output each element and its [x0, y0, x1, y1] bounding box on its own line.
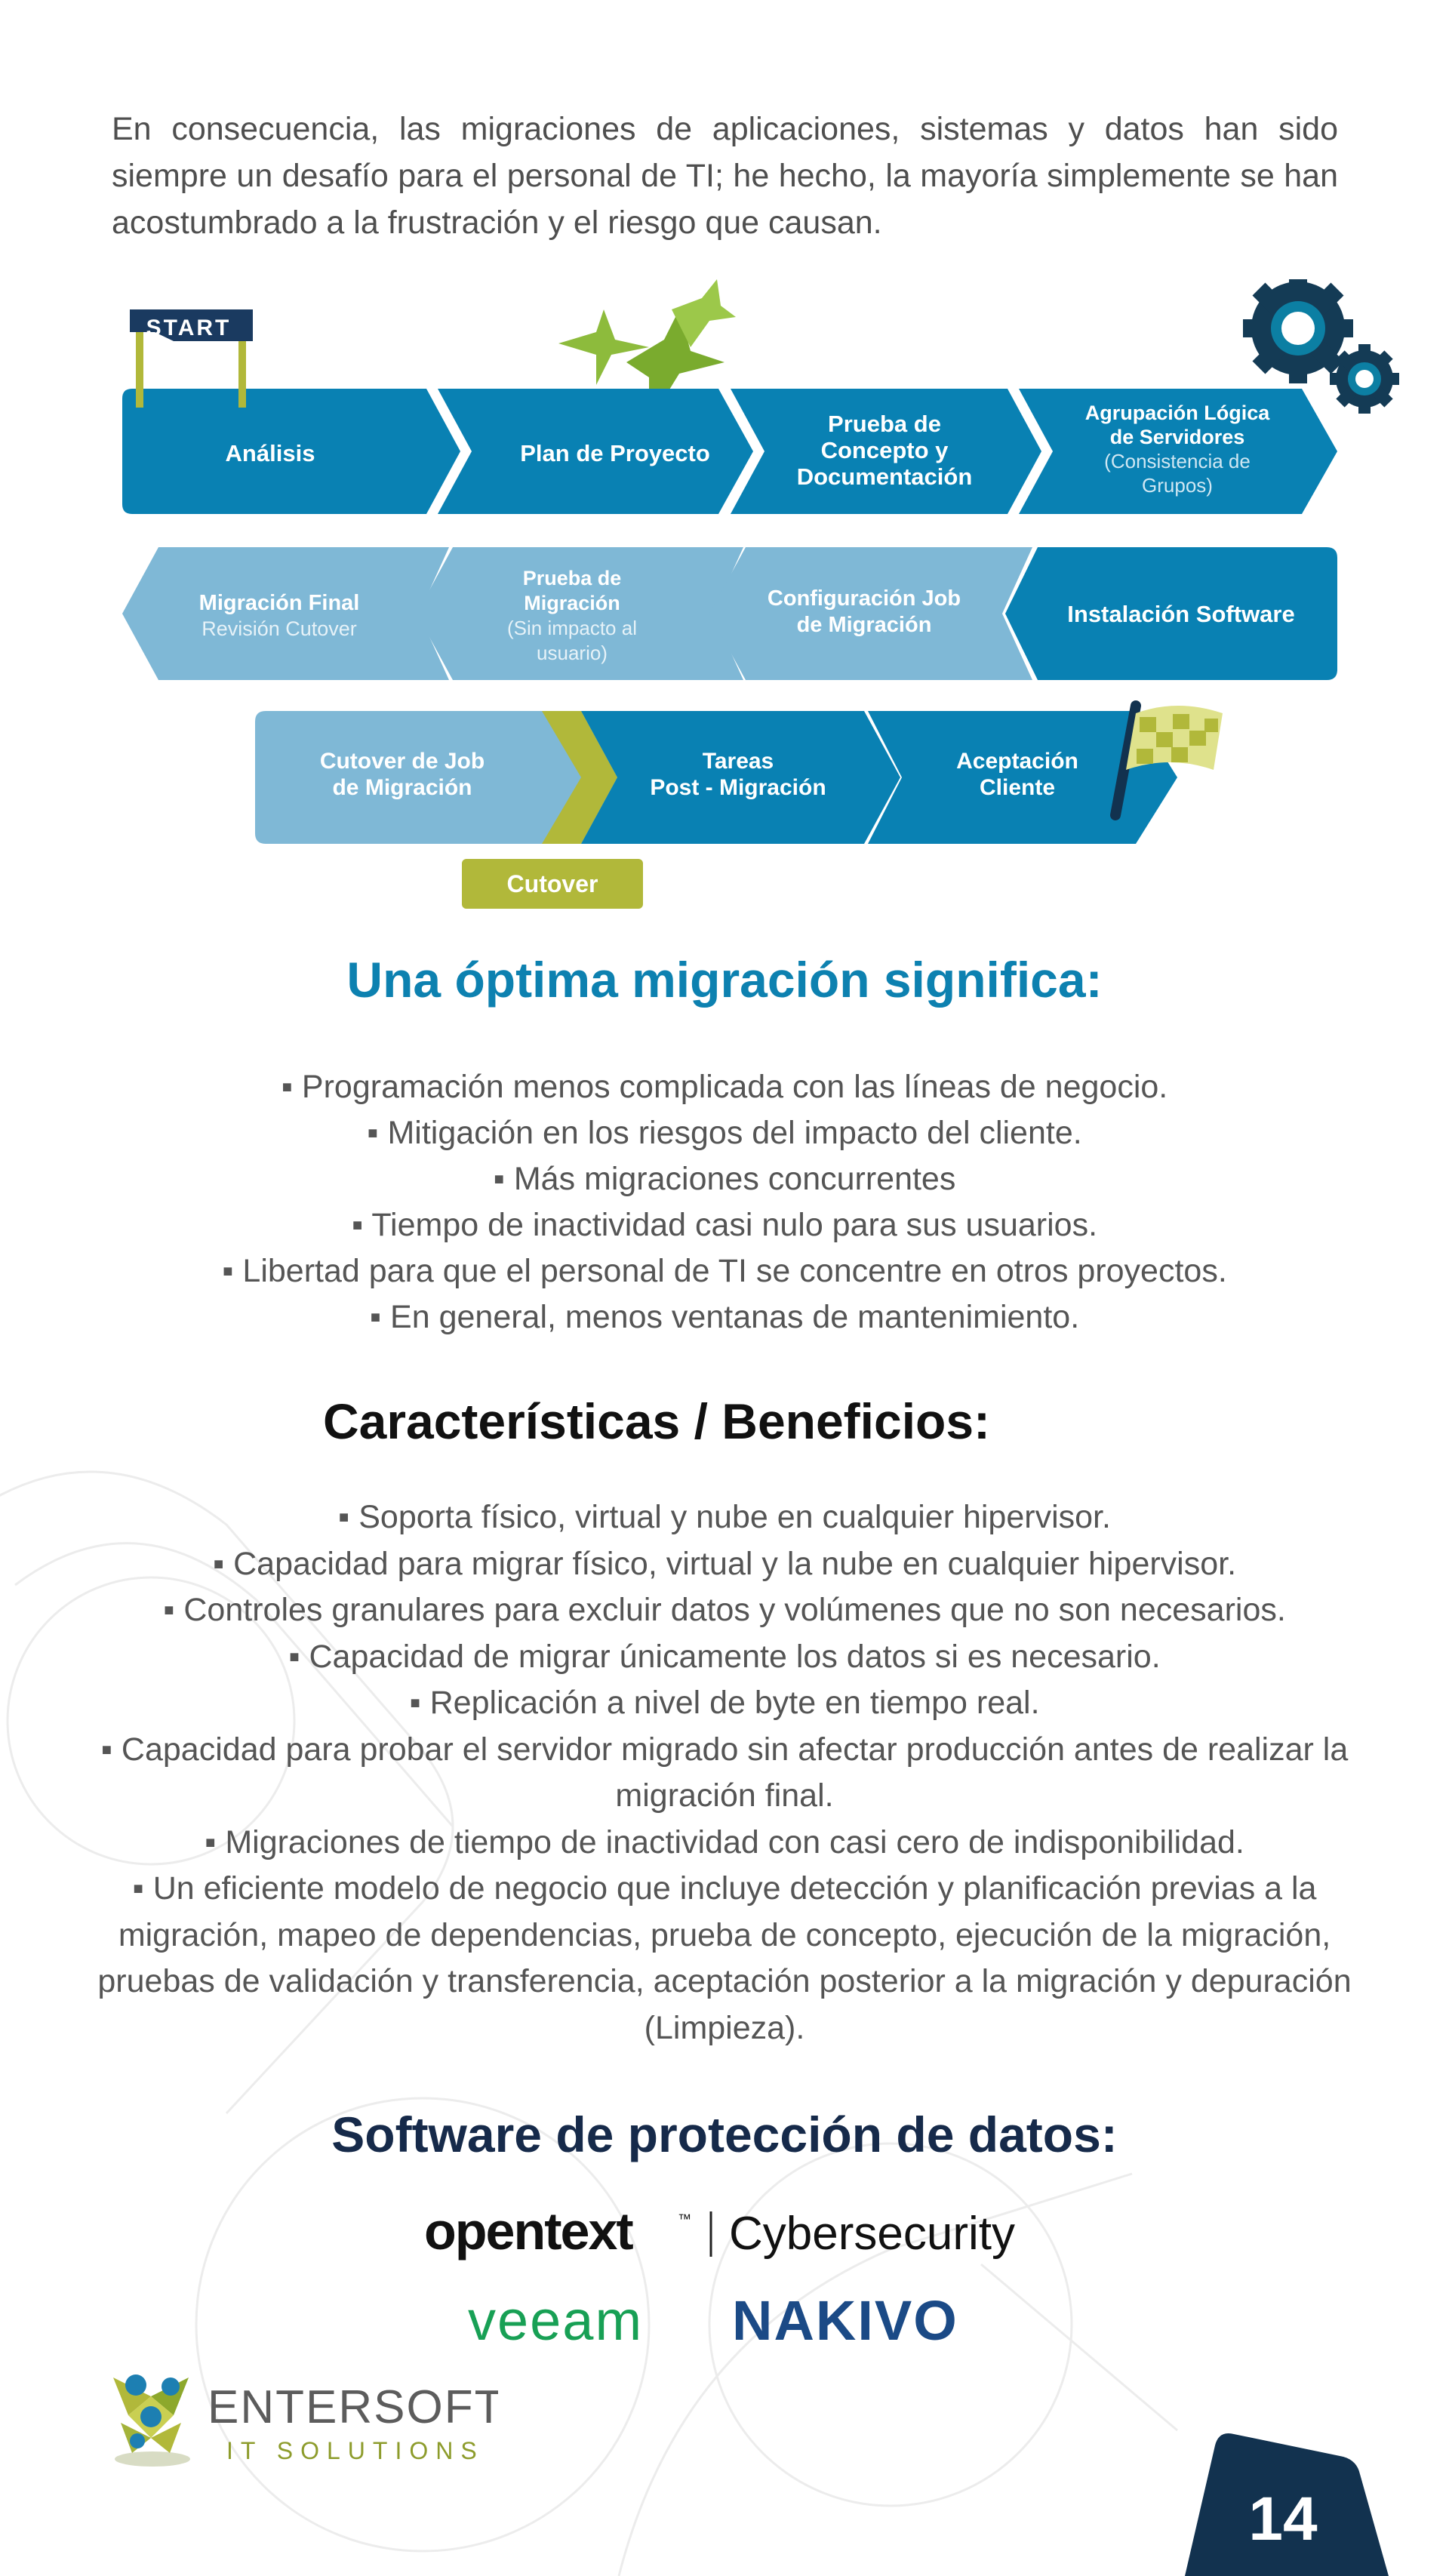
list-item: ▪ Un eficiente modelo de negocio que inc…	[97, 1870, 1352, 2046]
list-item: ▪ Capacidad de migrar únicamente los dat…	[288, 1638, 1161, 1675]
nakivo-logo: NAKIVO	[732, 2289, 958, 2352]
svg-text:de Migración: de Migración	[332, 775, 472, 800]
step-migracion-final	[122, 547, 449, 680]
step-agrupacion-logica	[1019, 389, 1337, 514]
label-prueba-migracion: Prueba de Migración (Sin impacto al usua…	[507, 567, 637, 664]
svg-text:opentext: opentext	[424, 2202, 633, 2261]
svg-text:Configuración Job: Configuración Job	[768, 586, 961, 611]
svg-text:Prueba de: Prueba de	[828, 411, 941, 437]
opentext-logo: opentext ™ Cybersecurity	[424, 2202, 1015, 2261]
cutover-chevron	[542, 711, 617, 844]
list-item: ▪ Mitigación en los riesgos del impacto …	[367, 1115, 1082, 1151]
svg-text:Migración: Migración	[524, 592, 620, 614]
section-title-software: Software de protección de datos:	[331, 2107, 1118, 2162]
label-migracion-final: Migración Final Revisión Cutover	[199, 591, 360, 640]
label-prueba-concepto: Prueba de Concepto y Documentación	[797, 411, 973, 490]
list-item: ▪ Replicación a nivel de byte en tiempo …	[409, 1685, 1040, 1721]
caracteristicas-list: ▪ Soporta físico, virtual y nube en cual…	[83, 1494, 1366, 2051]
svg-text:Aceptación: Aceptación	[956, 749, 1078, 774]
svg-text:Cutover: Cutover	[507, 870, 598, 897]
step-cutover-job	[255, 711, 617, 844]
page-number-tab: 14	[1185, 2433, 1389, 2576]
svg-text:ENTERSOFT: ENTERSOFT	[208, 2381, 498, 2433]
label-instalacion-software: Instalación Software	[1067, 601, 1294, 627]
finish-flag-icon	[1110, 700, 1223, 820]
section-title-optima: Una óptima migración significa:	[346, 952, 1103, 1008]
label-tareas-post: Tareas Post - Migración	[650, 749, 826, 800]
list-item: ▪ Migraciones de tiempo de inactividad c…	[205, 1824, 1244, 1860]
step-aceptacion-cliente	[868, 711, 1177, 844]
list-item: ▪ Soporta físico, virtual y nube en cual…	[338, 1499, 1111, 1535]
partner-logos: opentext ™ Cybersecurity veeam NAKIVO	[424, 2202, 1015, 2352]
list-item: ▪ En general, menos ventanas de mantenim…	[369, 1299, 1080, 1335]
svg-text:Tareas: Tareas	[703, 749, 774, 774]
svg-text:Agrupación Lógica: Agrupación Lógica	[1085, 402, 1271, 424]
svg-text:Grupos): Grupos)	[1142, 474, 1213, 497]
optima-list: ▪ Programación menos complicada con las …	[75, 1064, 1374, 1340]
gears-icon	[1243, 279, 1399, 414]
section-title-caracteristicas: Características / Beneficios:	[322, 1393, 991, 1449]
step-plan-proyecto	[438, 389, 753, 514]
svg-text:(Sin impacto al: (Sin impacto al	[507, 617, 637, 639]
svg-text:Documentación: Documentación	[797, 463, 973, 490]
label-cutover-job: Cutover de Job de Migración	[320, 749, 485, 800]
label-aceptacion-cliente: Aceptación Cliente	[956, 749, 1078, 800]
label-agrupacion-logica: Agrupación Lógica de Servidores (Consist…	[1085, 402, 1271, 497]
list-item: ▪ Libertad para que el personal de TI se…	[222, 1253, 1227, 1289]
background-decoration	[0, 1470, 1178, 2576]
step-prueba-migracion	[417, 547, 743, 680]
svg-text:Cybersecurity: Cybersecurity	[729, 2208, 1015, 2260]
svg-text:IT SOLUTIONS: IT SOLUTIONS	[226, 2437, 485, 2464]
step-tareas-post	[581, 711, 900, 844]
list-item: ▪ Programación menos complicada con las …	[281, 1069, 1168, 1105]
list-item: ▪ Tiempo de inactividad casi nulo para s…	[351, 1207, 1098, 1243]
label-analisis: Análisis	[226, 440, 315, 466]
svg-text:Prueba de: Prueba de	[523, 567, 622, 589]
list-item: ▪ Más migraciones concurrentes	[493, 1161, 956, 1197]
svg-text:™: ™	[678, 2211, 691, 2227]
label-plan-proyecto: Plan de Proyecto	[520, 440, 710, 466]
svg-text:14: 14	[1248, 2485, 1318, 2553]
list-item: ▪ Controles granulares para excluir dato…	[163, 1592, 1286, 1628]
entersoft-mark-icon	[113, 2374, 190, 2467]
svg-text:Cutover de Job: Cutover de Job	[320, 749, 485, 774]
step-prueba-concepto	[731, 389, 1041, 514]
svg-text:Post - Migración: Post - Migración	[650, 775, 826, 800]
list-item: ▪ Capacidad para probar el servidor migr…	[100, 1731, 1349, 1814]
entersoft-logo: ENTERSOFT IT SOLUTIONS	[113, 2374, 498, 2467]
migration-process-diagram: START Análisis Plan de Proyecto Prueba d…	[122, 279, 1399, 909]
step-instalacion-software	[1005, 547, 1337, 680]
list-item: ▪ Capacidad para migrar físico, virtual …	[212, 1545, 1237, 1582]
veeam-logo: veeam	[468, 2289, 643, 2352]
svg-text:usuario): usuario)	[537, 642, 608, 664]
svg-text:(Consistencia de: (Consistencia de	[1104, 450, 1251, 472]
svg-text:START: START	[146, 315, 232, 340]
step-analisis	[122, 389, 460, 514]
label-configuracion-job: Configuración Job de Migración	[768, 586, 961, 637]
svg-text:Cliente: Cliente	[980, 775, 1055, 800]
svg-text:de Migración: de Migración	[797, 613, 932, 637]
svg-text:Revisión Cutover: Revisión Cutover	[202, 617, 357, 640]
intro-paragraph: En consecuencia, las migraciones de apli…	[112, 111, 1338, 241]
cutover-badge: Cutover	[462, 859, 643, 909]
svg-text:Migración Final: Migración Final	[199, 591, 360, 615]
start-sign: START	[130, 309, 253, 408]
svg-text:de Servidores: de Servidores	[1110, 426, 1245, 448]
step-configuracion-job	[709, 547, 1032, 680]
svg-text:Concepto y: Concepto y	[821, 437, 949, 463]
